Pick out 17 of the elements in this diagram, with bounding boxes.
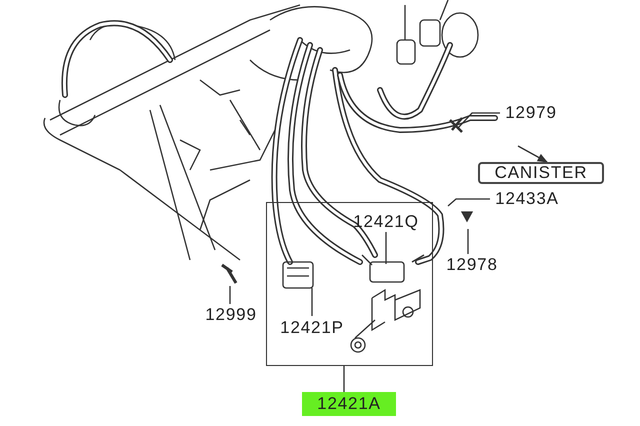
leader-line [343, 366, 345, 392]
part-number: 12979 [500, 102, 562, 124]
leader-line [229, 286, 231, 304]
leader-line [311, 288, 313, 316]
label-tag: CANISTER [478, 162, 604, 184]
leader-line [385, 232, 387, 264]
part-number: 12421Q [349, 211, 423, 233]
part-number: 12978 [441, 254, 503, 276]
part-number: 12433A [490, 188, 564, 210]
leader-line [448, 198, 490, 206]
direction-arrow [518, 145, 548, 163]
part-number: 12999 [203, 304, 259, 326]
group-frame [266, 202, 433, 366]
leader-line [467, 229, 469, 254]
leader-line [458, 112, 500, 128]
part-number: 12421P [277, 317, 347, 339]
part-number: 12421A [302, 392, 396, 416]
